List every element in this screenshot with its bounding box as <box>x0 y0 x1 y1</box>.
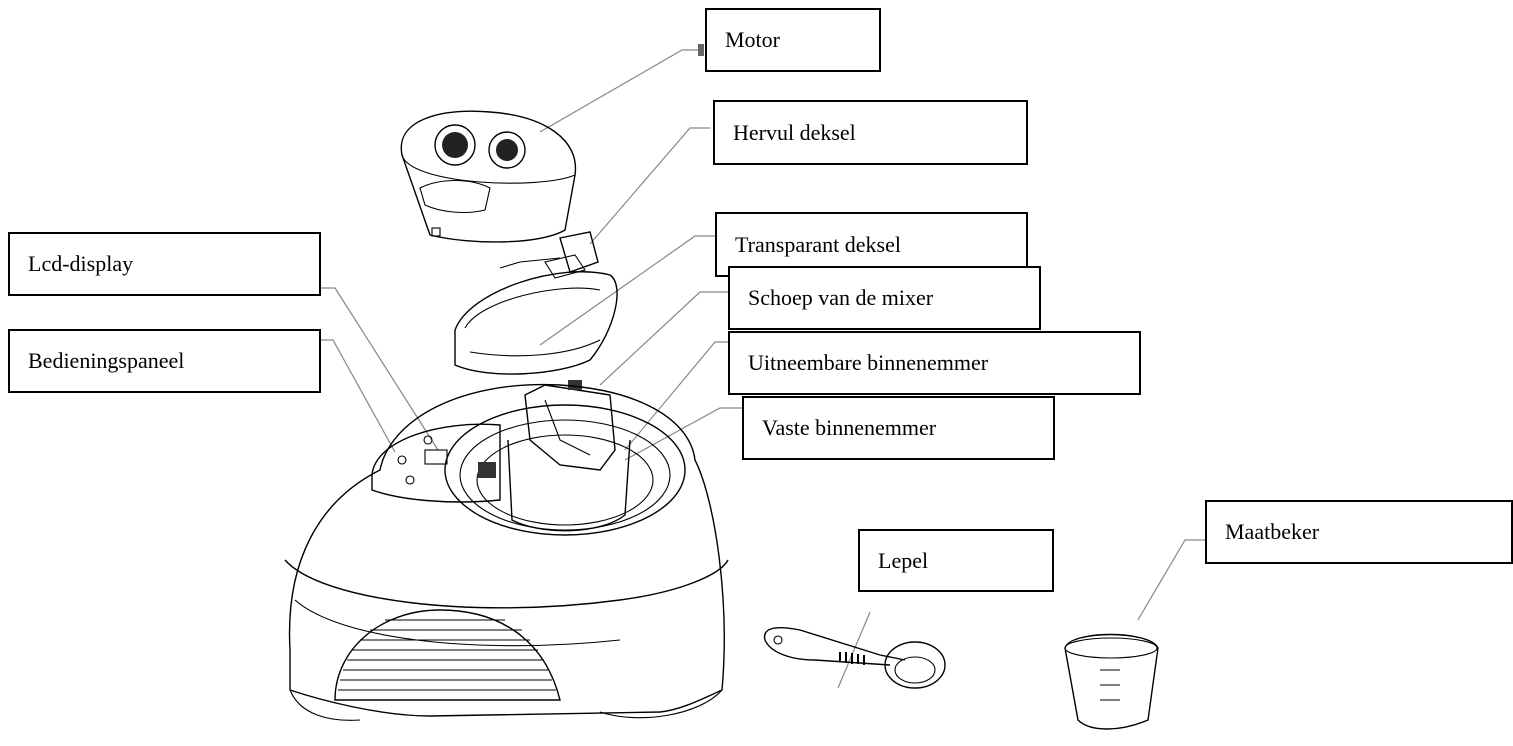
refill-lid-part-icon <box>545 232 598 278</box>
measuring-cup-icon <box>1065 635 1158 730</box>
motor-unit-icon <box>401 111 575 242</box>
leader-line-measuring-cup <box>1138 540 1205 620</box>
leader-line-control-panel <box>320 340 395 452</box>
lid-icon <box>455 258 617 374</box>
label-measuring-cup: Maatbeker <box>1205 500 1513 564</box>
leader-line-removable-bowl <box>625 342 728 450</box>
leader-line-transparent-lid <box>540 236 715 345</box>
leader-line-fixed-bowl <box>625 408 742 460</box>
ice-cream-maker-base-icon <box>285 385 728 721</box>
leader-line-mixer-paddle <box>600 292 728 385</box>
leader-line-refill-lid <box>590 128 710 244</box>
label-mixer-paddle: Schoep van de mixer <box>728 266 1041 330</box>
spoon-icon <box>765 628 945 688</box>
label-control-panel: Bedieningspaneel <box>8 329 321 393</box>
label-removable-bowl: Uitneembare binnenemmer <box>728 331 1141 395</box>
label-spoon: Lepel <box>858 529 1054 592</box>
label-fixed-bowl: Vaste binnenemmer <box>742 396 1055 460</box>
leader-line-lcd-display <box>320 288 438 450</box>
leader-line-motor <box>540 44 704 132</box>
mixer-paddle-icon <box>525 380 615 470</box>
label-lcd-display: Lcd-display <box>8 232 321 296</box>
label-motor: Motor <box>705 8 881 72</box>
label-refill-lid: Hervul deksel <box>713 100 1028 165</box>
